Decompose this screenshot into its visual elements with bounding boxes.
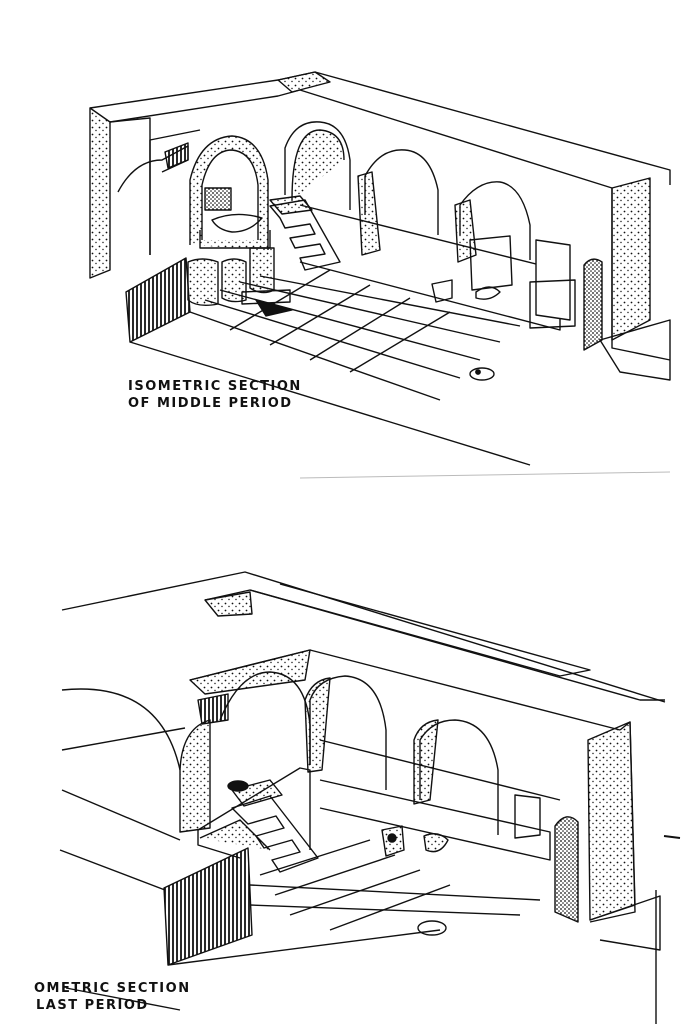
- last-period-section: [59, 571, 681, 1024]
- sheet-edge-line: [299, 471, 671, 479]
- caption-last-period: OMETRIC SECTION LAST PERIOD: [22, 980, 191, 1014]
- caption-middle-period: ISOMETRIC SECTION OF MIDDLE PERIOD: [128, 378, 302, 412]
- caption-middle-line2: OF MIDDLE PERIOD: [128, 396, 293, 411]
- caption-last-line1: OMETRIC SECTION: [34, 981, 191, 996]
- caption-last-line2: LAST PERIOD: [36, 998, 149, 1013]
- middle-period-section: [89, 71, 671, 466]
- caption-middle-line1: ISOMETRIC SECTION: [128, 379, 302, 394]
